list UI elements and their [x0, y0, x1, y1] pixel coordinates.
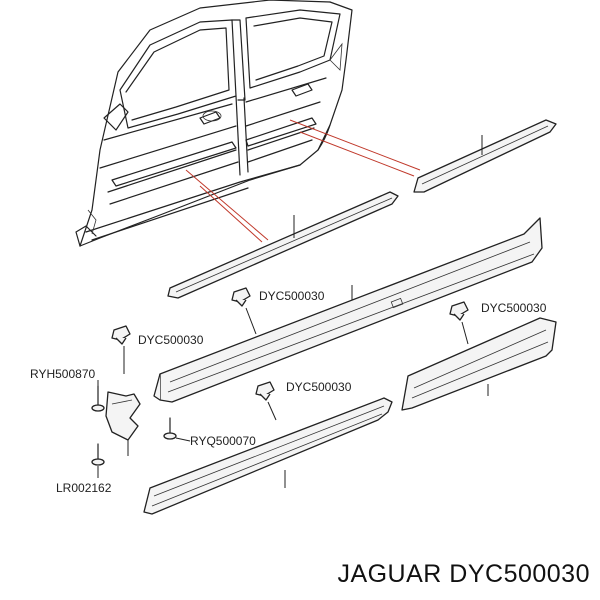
bolt-icon — [91, 443, 105, 466]
part-label-screw: RYQ500070 — [190, 434, 256, 448]
rear-door-moulding — [413, 119, 557, 193]
screw-icon — [91, 385, 105, 412]
car-body-outline — [75, 0, 353, 247]
clip-icon — [255, 381, 277, 421]
front-door-moulding — [167, 191, 399, 299]
front-lower-sill — [143, 397, 393, 515]
mud-flap-bracket — [105, 391, 141, 456]
part-label-bracket: RYH500870 — [30, 367, 95, 381]
leader-line — [175, 437, 191, 442]
red-leader-lines — [185, 119, 421, 243]
part-label-clip-4: DYC500030 — [481, 301, 547, 315]
part-label-clip-2: DYC500030 — [138, 333, 204, 347]
screw-icon — [163, 417, 177, 440]
part-label-bolt: LR002162 — [56, 481, 112, 495]
clip-icon — [231, 287, 257, 335]
diagram-title: JAGUAR DYC500030 — [337, 560, 590, 588]
clip-icon — [111, 325, 131, 374]
rear-sill-section — [401, 317, 557, 411]
part-label-clip-1: DYC500030 — [259, 289, 325, 303]
clip-icon — [449, 301, 469, 345]
part-label-clip-3: DYC500030 — [286, 380, 352, 394]
sill-panel — [153, 217, 543, 403]
